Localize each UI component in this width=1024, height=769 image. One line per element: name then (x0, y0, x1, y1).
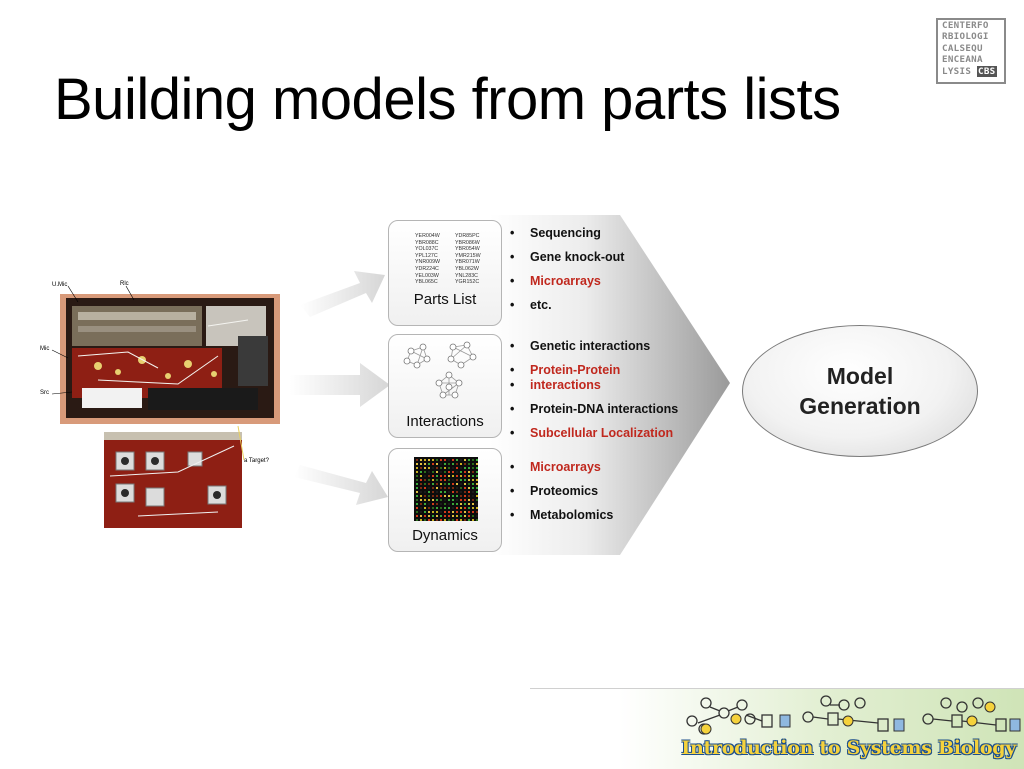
gene-id: YBL062W (455, 265, 479, 272)
bullet-item: Microarrays (510, 274, 624, 289)
parts-list-label: Parts List (413, 291, 477, 308)
gene-id: YOL037C (415, 246, 439, 253)
microarray-heatmap-icon (414, 457, 478, 521)
pathway-graphic-icon (686, 695, 1021, 735)
dynamics-panel: Dynamics (388, 448, 502, 552)
slide-title: Building models from parts lists (54, 67, 841, 132)
logo-line: LYSIS (942, 65, 972, 77)
logo-line: CALSEQU (942, 42, 983, 54)
arrow-to-interactions (290, 363, 390, 407)
gene-id: YBR071W (455, 259, 480, 266)
gene-id: YBR054W (455, 246, 480, 253)
cbs-logo: CENTERFO RBIOLOGI CALSEQU ENCEANA LYSIS … (936, 18, 1006, 84)
logo-line: CENTERFO (942, 20, 989, 31)
interactions-bullets: Genetic interactions Protein-Protein int… (510, 339, 678, 450)
dynamics-bullets: Microarrays Proteomics Metabolomics (510, 460, 613, 532)
course-banner: Introduction to Systems Biology (530, 688, 1024, 769)
model-line2: Generation (799, 393, 921, 419)
model-line1: Model (826, 363, 894, 389)
gene-id: YDR224C (415, 265, 439, 272)
gene-id: YNL283C (455, 272, 478, 279)
gene-id: YBR088C (415, 239, 439, 246)
gene-id: YBR086W (455, 239, 480, 246)
bullet-item: Protein-DNA interactions (510, 402, 678, 417)
photo-label-mic: Mic (40, 346, 49, 352)
gene-id: YBL065C (415, 279, 438, 286)
logo-abbr: CBS (977, 65, 997, 77)
bullet-item: Protein-Protein (510, 363, 678, 378)
gene-id: YPL127C (415, 252, 438, 259)
interactions-panel: Interactions (388, 334, 502, 438)
bullet-continuation-text: interactions (530, 378, 601, 392)
model-generation-ellipse: Model Generation (742, 325, 978, 457)
dynamics-label: Dynamics (412, 527, 478, 544)
arrow-to-parts (300, 271, 385, 317)
parts-list-panel: YER004W YBR088C YOL037C YPL127C YNR009W … (388, 220, 502, 326)
bullet-item: Metabolomics (510, 508, 613, 523)
photo-label-target: a Target? (244, 458, 270, 464)
parts-list-bullets: Sequencing Gene knock-out Microarrays et… (510, 226, 624, 322)
course-title: Introduction to Systems Biology (681, 737, 1016, 759)
logo-line: ENCEANA (942, 54, 983, 66)
bullet-item: etc. (510, 298, 624, 313)
photo-label-src: Src (40, 390, 49, 396)
arrow-to-dynamics (294, 465, 388, 505)
gene-id: YGR152C (455, 279, 480, 286)
gene-list-col2: YDR85PC YBR086W YBR054W YMR215W YBR071W … (455, 233, 481, 286)
gene-id: YNR009W (415, 259, 441, 266)
gene-id: YDR85PC (455, 233, 480, 239)
bullet-item: Proteomics (510, 484, 613, 499)
gene-id: YER004W (415, 233, 440, 239)
bullet-item: Microarrays (510, 460, 613, 475)
bullet-item: Subcellular Localization (510, 426, 678, 441)
bullet-item: Sequencing (510, 226, 624, 241)
photo-label-rlc: Rlc (120, 281, 129, 287)
logo-line: RBIOLOGI (942, 31, 989, 43)
gene-id: YMR215W (455, 252, 481, 259)
bullet-item-continuation: interactions (510, 378, 678, 393)
gene-list-col1: YER004W YBR088C YOL037C YPL127C YNR009W … (415, 233, 440, 286)
bullet-item: Gene knock-out (510, 250, 624, 265)
photo-label-umic: U.Mic (52, 282, 67, 288)
network-graph-icon (403, 341, 477, 399)
logo-line-last: LYSIS CBS (938, 65, 1004, 77)
gene-id: YEL003W (415, 272, 439, 279)
bullet-item: Genetic interactions (510, 339, 678, 354)
interactions-label: Interactions (406, 413, 484, 430)
radio-circuit-photo: U.Mic Rlc Mic Src a Target? (40, 281, 280, 528)
